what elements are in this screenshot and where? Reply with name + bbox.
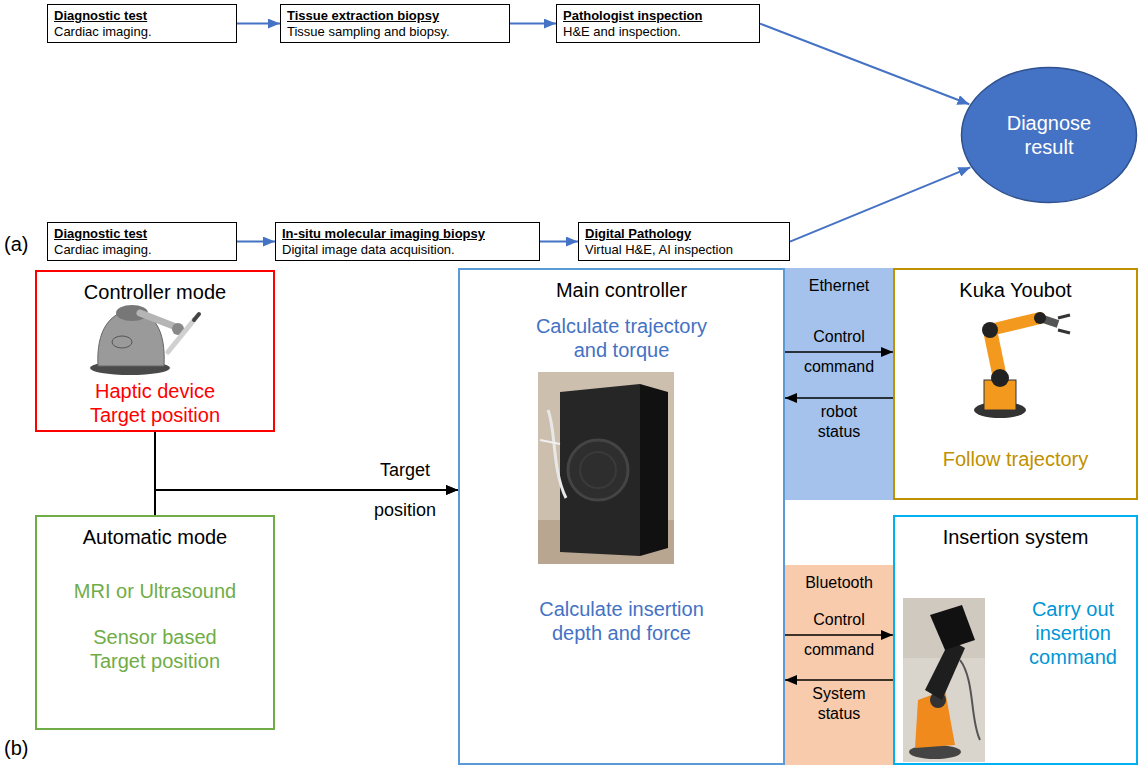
node-heading: Pathologist inspection [563, 8, 753, 24]
insertion-head [930, 605, 975, 650]
photo-background [903, 598, 985, 762]
connector-arrow [790, 167, 970, 241]
connector-arrow [785, 351, 893, 353]
connector-arrow [785, 634, 893, 636]
connector-arrow [540, 241, 578, 243]
edge-label-holder: Control command [802, 605, 876, 665]
insertion-box: Insertion systemCarry out insertion comm… [893, 515, 1138, 765]
edge-label: Control command [802, 322, 876, 382]
node-heading: Insertion system [895, 525, 1136, 549]
cable [540, 440, 560, 444]
panel-letter-holder: (b) [4, 736, 28, 760]
connector-arrow [237, 23, 280, 25]
node-body: Digital image data acquisition. [282, 242, 533, 258]
connector-arrow [510, 23, 556, 25]
process-box: Diagnostic testCardiac imaging. [47, 222, 237, 261]
ellipse-outline [960, 66, 1138, 204]
process-box: In-situ molecular imaging biopsyDigital … [275, 222, 540, 261]
edge-label: robot status [802, 402, 876, 442]
node-heading: Automatic mode [37, 525, 273, 549]
node-heading: Tissue extraction biopsy [287, 8, 503, 24]
ellipse-shape [962, 68, 1137, 203]
connector-arrow [785, 397, 893, 399]
panel-letter: (b) [4, 736, 28, 760]
node-heading: Diagnostic test [54, 8, 230, 24]
grille-ring [580, 452, 616, 488]
robot-gripper [1058, 315, 1070, 333]
controller-box: Main controllerCalculate trajectory and … [458, 268, 785, 765]
node-body: H&E and inspection. [563, 24, 753, 40]
haptic-device-picture [90, 305, 199, 375]
robot-arm-picture [974, 312, 1070, 418]
process-box: Digital PathologyVirtual H&E, AI inspect… [578, 222, 790, 261]
node-body: Calculate trajectory and torque [522, 314, 722, 362]
device-wire [960, 660, 980, 740]
device-arm [140, 313, 176, 327]
node-body: Cardiac imaging. [54, 242, 230, 258]
mode-box: Automatic modeMRI or UltrasoundSensor ba… [35, 515, 275, 730]
panel-letter: (a) [4, 232, 28, 256]
node-heading: Controller mode [37, 280, 273, 304]
node-body: Calculate insertion depth and force [522, 597, 722, 645]
edge-label-holder: robot status [802, 402, 876, 442]
node-body: Carry out insertion command [1023, 597, 1123, 669]
cable [548, 410, 566, 498]
device-stylus [168, 320, 194, 352]
node-body: Haptic device Target position [85, 379, 225, 427]
node-heading: Main controller [460, 278, 783, 302]
photo-wall [903, 598, 985, 658]
edge-label: Control command [802, 605, 876, 665]
panel-letter-holder: (a) [4, 232, 28, 256]
robot-joint [982, 322, 998, 338]
edge-label: System status [802, 684, 876, 724]
robot-joint [1034, 312, 1046, 324]
node-body: Sensor based Target position [85, 625, 225, 673]
node-body: Follow trajectory [895, 447, 1136, 471]
tower-grille [568, 440, 628, 500]
link-panel: Bluetooth [785, 565, 893, 765]
edge-label-holder: System status [802, 684, 876, 724]
computer-photo [538, 372, 674, 564]
robot-body [915, 690, 955, 748]
node-heading: In-situ molecular imaging biopsy [282, 226, 533, 242]
tower-front [640, 384, 668, 556]
mode-box: Controller modeHaptic device Target posi… [35, 270, 275, 432]
tower-side [560, 384, 640, 556]
node-body: Cardiac imaging. [54, 24, 230, 40]
node-heading: Ethernet [785, 276, 893, 295]
edge-label-holder: Control command [802, 322, 876, 382]
node-heading: Digital Pathology [585, 226, 783, 242]
node-heading: Kuka Youbot [895, 278, 1136, 302]
result-ellipse: Diagnose result [960, 66, 1138, 204]
node-heading: Diagnostic test [54, 226, 230, 242]
node-body: MRI or Ultrasound [37, 579, 273, 603]
connector-arrow [785, 679, 893, 681]
node-heading: Bluetooth [785, 573, 893, 592]
link-panel: Ethernet [785, 268, 893, 500]
node-body: Tissue sampling and biopsy. [287, 24, 503, 40]
node-heading: Diagnose result [999, 111, 1099, 159]
robot-box: Kuka YoubotFollow trajectory [893, 268, 1138, 500]
node-body: Virtual H&E, AI inspection [585, 242, 783, 258]
device-logo [112, 336, 132, 348]
stylus-tip [194, 314, 199, 320]
robot-joint [991, 369, 1009, 387]
insertion-system-photo [903, 598, 985, 762]
process-box: Tissue extraction biopsyTissue sampling … [280, 4, 510, 43]
edge-label: Target position [365, 450, 445, 530]
process-box: Diagnostic testCardiac imaging. [47, 4, 237, 43]
connector-arrow [760, 24, 969, 105]
connector-arrow [237, 241, 275, 243]
process-box: Pathologist inspectionH&E and inspection… [556, 4, 760, 43]
edge-label-holder: Target position [365, 450, 445, 530]
